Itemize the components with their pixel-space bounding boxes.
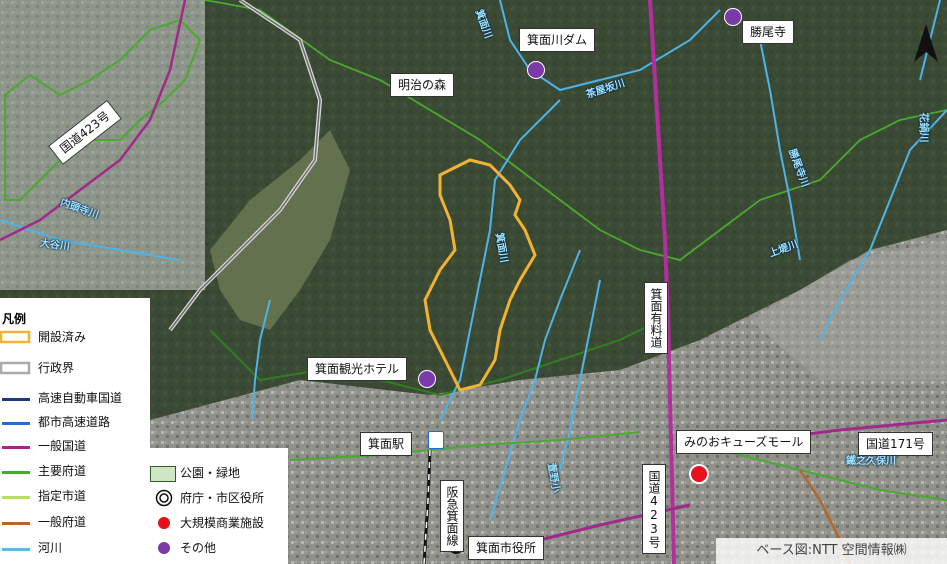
legend-label-cityhall: 府庁・市区役所: [180, 491, 265, 505]
label-minoo-dam: 箕面川ダム: [519, 28, 596, 52]
legend-swatch-national-road: [2, 446, 30, 449]
legend-label-designated-city-road: 指定市道: [38, 489, 87, 503]
river-name-kanbe: 鐵之久保川: [846, 456, 896, 467]
label-national-road-423-south: 国道423号: [642, 464, 666, 554]
legend-label-expressway: 高速自動車国道: [38, 391, 123, 405]
legend-other-icon: [158, 542, 170, 554]
label-meiji-forest: 明治の森: [390, 73, 455, 97]
legend-label-urban-expressway: 都市高速道路: [38, 415, 111, 429]
legend-label-river: 河川: [38, 541, 63, 555]
legend-label-general-pref-road: 一般府道: [38, 515, 87, 529]
legend-swatch-expressway: [2, 398, 30, 401]
river-name-right: 花鍋川: [917, 112, 929, 143]
legend-swatch-general-pref-road: [2, 522, 30, 525]
legend-park-icon: [150, 466, 176, 482]
legend-label-major-pref-road: 主要府道: [38, 464, 87, 478]
legend-label-national-road: 一般国道: [38, 439, 87, 453]
facility-other-katsuoji[interactable]: [724, 8, 742, 26]
legend-swatch-river: [2, 548, 30, 551]
legend-swatch-admin-boundary: [0, 361, 31, 375]
legend-swatch-urban-expressway: [2, 422, 30, 425]
label-mino-q-mall: みのおキューズモール: [676, 430, 812, 454]
facility-other-minoo-kanko-hotel[interactable]: [418, 370, 436, 388]
legend-label-other: その他: [180, 541, 217, 555]
label-hankyu-minoo-line: 阪急箕面線: [440, 480, 464, 552]
legend-title: 凡例: [2, 312, 27, 326]
north-arrow-icon: [914, 24, 938, 62]
legend-label-park: 公園・緑地: [180, 466, 241, 480]
label-national-road-171: 国道171号: [858, 432, 933, 456]
legend-swatch-designated-city-road: [2, 496, 30, 499]
label-minoo-city-hall: 箕面市役所: [468, 536, 545, 560]
legend-swatch-opened: [0, 330, 31, 344]
legend-mall-icon: [158, 517, 170, 529]
label-minoo-kanko-hotel: 箕面観光ホテル: [307, 357, 408, 381]
map-credit: ベース図:NTT 空間情報㈱: [716, 538, 947, 564]
legend-swatch-major-pref-road: [2, 471, 30, 474]
train-station-icon[interactable]: [428, 431, 444, 449]
legend-cityhall-icon: [155, 489, 173, 507]
legend-label-mall: 大規模商業施設: [180, 516, 265, 530]
legend-label-opened: 開設済み: [38, 330, 87, 344]
label-katsuoji: 勝尾寺: [742, 20, 795, 44]
legend-label-admin-boundary: 行政界: [38, 361, 75, 375]
label-minoo-toll-road: 箕面有料道: [644, 282, 668, 354]
label-minoo-station: 箕面駅: [360, 432, 413, 456]
facility-other-minoo-dam[interactable]: [527, 61, 545, 79]
facility-mall-mino-q-mall[interactable]: [689, 464, 709, 484]
